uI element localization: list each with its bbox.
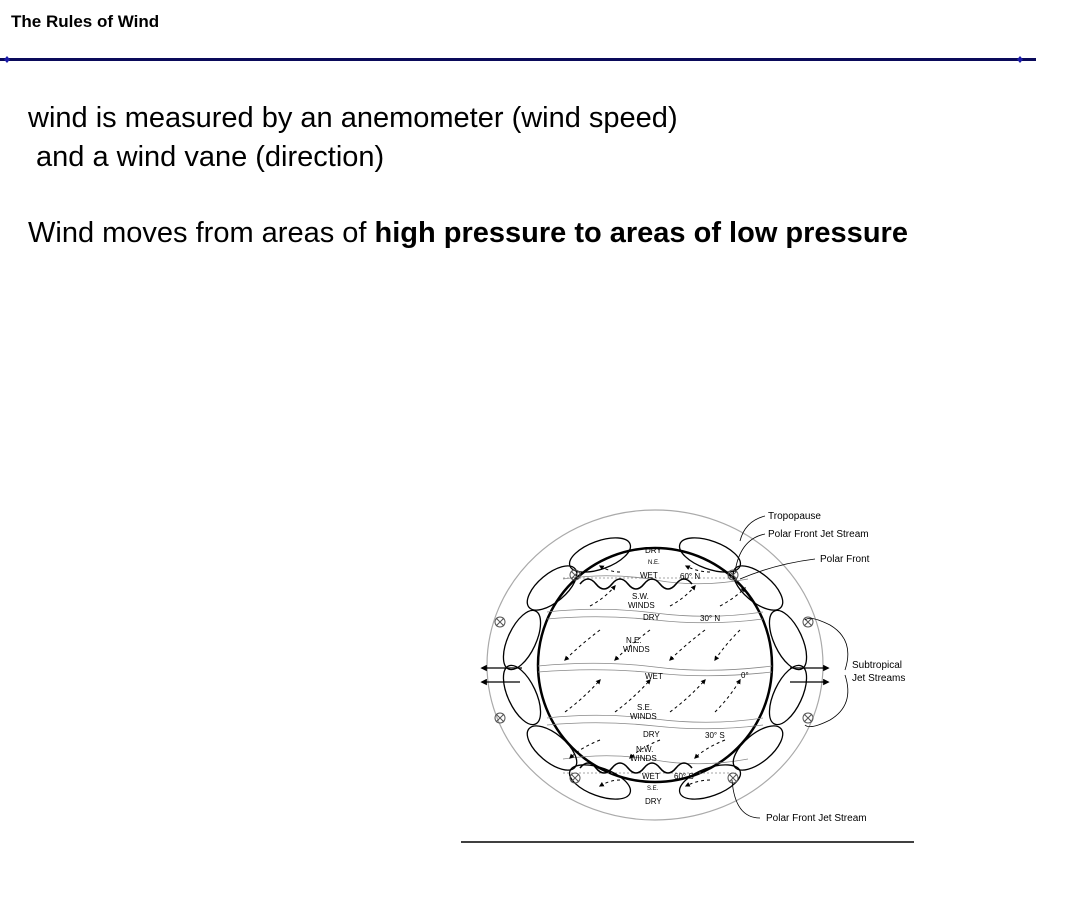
zone-dry-30s: DRY: [643, 730, 660, 739]
zone-nw: N.W.: [636, 745, 653, 754]
lat-60s: 60° S: [674, 772, 694, 781]
zone-ne-small-top: N.E.: [648, 560, 660, 566]
circulation-figure: Tropopause Polar Front Jet Stream Polar …: [461, 509, 914, 843]
subtropical-label-line2: Jet Streams: [852, 673, 905, 684]
latitude-lines: [537, 575, 773, 774]
lat-30s: 30° S: [705, 731, 725, 740]
circulation-cells-left: [480, 537, 632, 800]
lat-60n: 60° N: [680, 572, 700, 581]
slide-body: wind is measured by an anemometer (wind …: [28, 99, 928, 253]
zone-sw-winds: WINDS: [628, 601, 655, 610]
earth-circle: [536, 546, 774, 784]
lat-30n: 30° N: [700, 614, 720, 623]
title-divider: [0, 56, 1036, 63]
body-plain-text: Wind moves from areas of: [28, 217, 375, 249]
zone-wet-equator: WET: [645, 672, 663, 681]
circulation-cells-right: [678, 537, 830, 800]
polar-front-south: [579, 762, 693, 774]
zone-se-small-bottom: S.E.: [647, 786, 659, 792]
subtropical-label-line1: Subtropical: [852, 660, 902, 671]
slide-title: The Rules of Wind: [11, 12, 160, 31]
tropopause-label: Tropopause: [768, 511, 821, 522]
zone-se-winds: WINDS: [630, 712, 657, 721]
zone-sw: S.W.: [632, 592, 649, 601]
zone-dry-bottom: DRY: [645, 797, 662, 806]
callout-leaders: [731, 515, 849, 819]
body-paragraph-2: Wind moves from areas of high pressure t…: [28, 214, 928, 253]
polar-front-north: [579, 578, 693, 590]
zone-dry-30n: DRY: [643, 613, 660, 622]
zone-wet-bottom: WET: [642, 772, 660, 781]
lat-0: 0°: [741, 671, 749, 680]
zone-ne: N.E.: [626, 636, 642, 645]
jet-stream-symbols: [494, 569, 814, 784]
polar-front-jet-stream-top-label: Polar Front Jet Stream: [768, 529, 869, 540]
body-line-1: wind is measured by an anemometer (wind …: [28, 102, 678, 134]
tropopause-outline: [486, 509, 824, 821]
polar-front-jet-stream-bottom-label: Polar Front Jet Stream: [766, 813, 867, 824]
zone-ne-winds: WINDS: [623, 645, 650, 654]
zone-dry-top: DRY: [645, 546, 662, 555]
surface-wind-arrows: [564, 565, 746, 787]
zone-nw-winds: WINDS: [630, 754, 657, 763]
body-line-2: and a wind vane (direction): [36, 141, 385, 173]
polar-front-label: Polar Front: [820, 554, 870, 565]
zone-wet-top: WET: [640, 571, 658, 580]
zone-se: S.E.: [637, 703, 652, 712]
global-circulation-diagram: Tropopause Polar Front Jet Stream Polar …: [460, 500, 930, 850]
body-bold-text: high pressure to areas of low pressure: [374, 217, 908, 249]
